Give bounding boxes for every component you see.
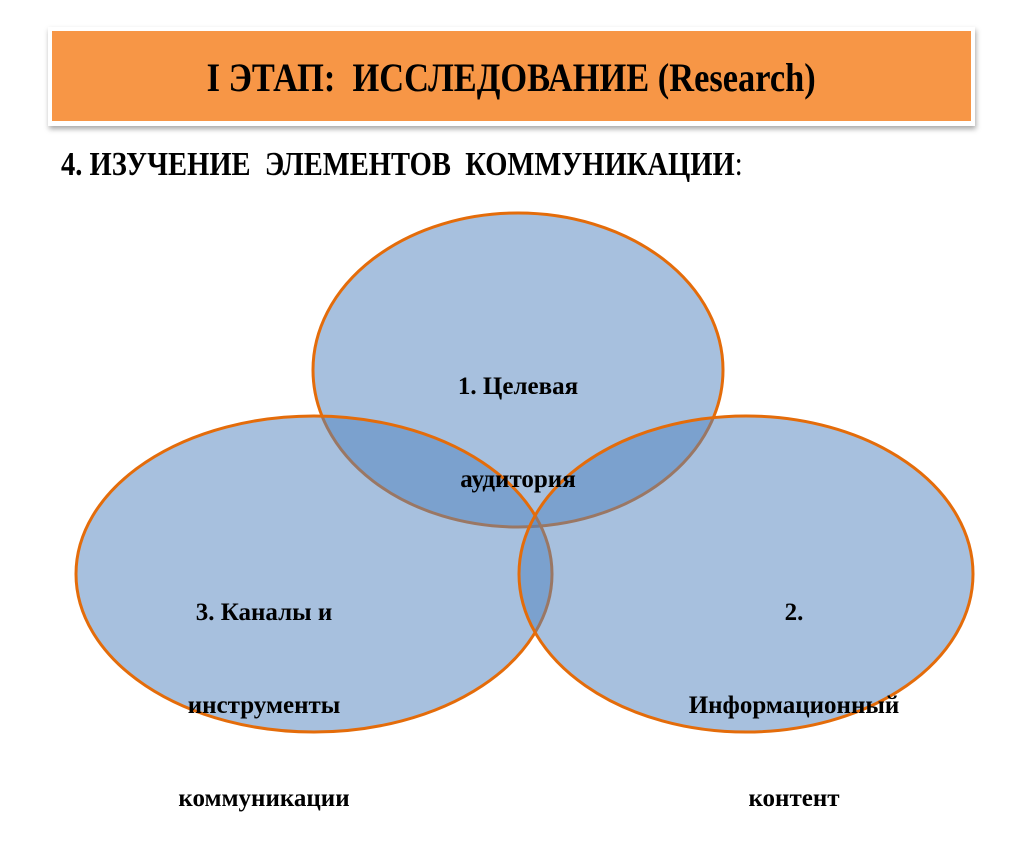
label-line: коммуникации (178, 785, 350, 812)
label-line: 1. Целевая (457, 373, 579, 400)
label-line: 3. Каналы и (195, 599, 333, 626)
label-line: 2. (784, 599, 804, 626)
label-line: инструменты (187, 692, 341, 719)
label-line: Информационный (688, 692, 900, 719)
venn-diagram (74, 211, 975, 734)
section-heading-colon: : (734, 146, 743, 183)
label-line: контент (748, 785, 840, 812)
slide-title: I ЭТАП: ИССЛЕДОВАНИЕ (Research) (206, 54, 817, 100)
title-banner: I ЭТАП: ИССЛЕДОВАНИЕ (Research) (52, 31, 971, 121)
title-frame: I ЭТАП: ИССЛЕДОВАНИЕ (Research) (48, 27, 975, 126)
section-heading-text: 4. ИЗУЧЕНИЕ ЭЛЕМЕНТОВ КОММУНИКАЦИИ (61, 146, 735, 183)
label-channels-tools: 3. Каналы и инструменты коммуникации (178, 535, 349, 845)
label-information-content: 2. Информационный контент (689, 535, 900, 845)
label-line: аудитория (460, 466, 576, 493)
section-heading: 4. ИЗУЧЕНИЕ ЭЛЕМЕНТОВ КОММУНИКАЦИИ: (61, 146, 743, 184)
ellipse-information-content (517, 414, 975, 734)
label-target-audience: 1. Целевая аудитория (458, 309, 578, 526)
